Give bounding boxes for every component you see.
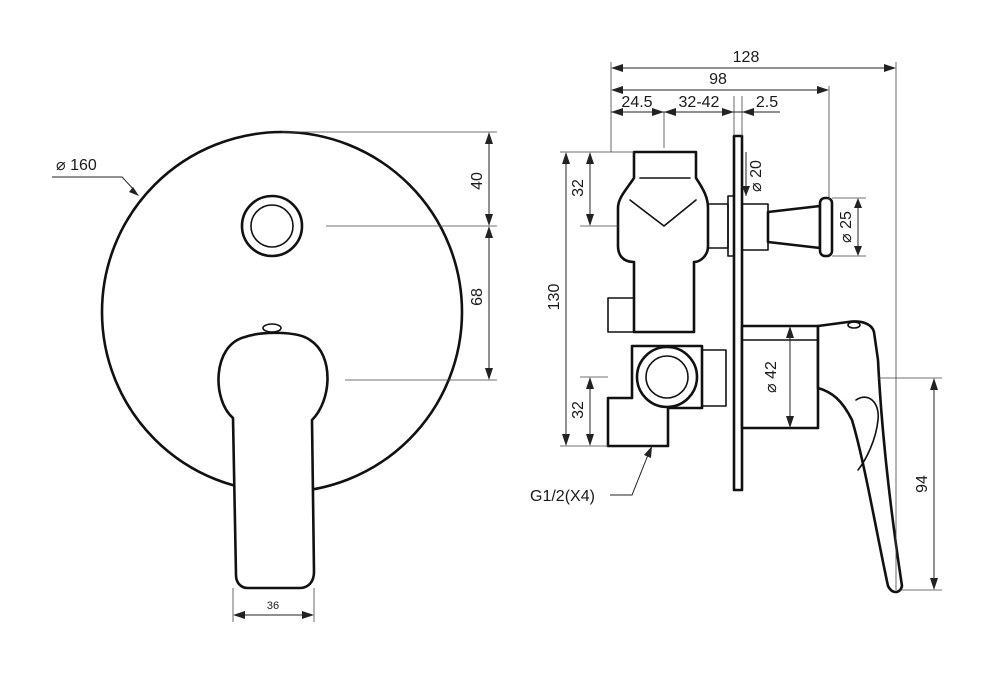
dim-36-label: 36 — [267, 600, 279, 612]
thread-label: G1/2(X4) — [530, 488, 595, 505]
lower-body — [606, 344, 704, 448]
dim-32-42-label: 32-42 — [679, 94, 720, 111]
diverter-button — [240, 194, 304, 258]
lever-handle-front — [217, 331, 329, 590]
dim-32-bottom-label: 32 — [570, 401, 587, 419]
diverter-button-inner — [250, 204, 294, 248]
diameter-25-label: ⌀ 25 — [838, 211, 855, 243]
dim-32-top-label: 32 — [570, 179, 587, 197]
side-view: 128 98 24.5 32-42 2.5 ⌀ 20 ⌀ 25 ⌀ 42 130… — [530, 49, 942, 594]
front-view: ⌀ 160 40 68 36 — [52, 130, 497, 622]
lever-handle-side — [816, 320, 904, 594]
dim-130-label: 130 — [546, 284, 563, 311]
valve-body — [616, 150, 710, 334]
handle-pivot — [262, 323, 282, 333]
dim-24-5-label: 24.5 — [621, 94, 652, 111]
dim-128-label: 128 — [733, 49, 760, 66]
dim-98-label: 98 — [709, 71, 727, 88]
dim-94-label: 94 — [914, 475, 931, 493]
cover-plate-side — [732, 134, 744, 492]
diameter-42-label: ⌀ 42 — [763, 361, 780, 393]
diverter-stem — [707, 203, 729, 249]
dim-2-5-label: 2.5 — [756, 94, 778, 111]
cartridge-cover — [740, 324, 820, 430]
outlet-ring — [635, 345, 699, 409]
dim-68-label: 68 — [469, 288, 486, 306]
diameter-160-label: ⌀ 160 — [56, 157, 97, 174]
diverter-knob — [766, 204, 822, 250]
diameter-20-label: ⌀ 20 — [748, 160, 765, 192]
dim-40-label: 40 — [469, 172, 486, 190]
